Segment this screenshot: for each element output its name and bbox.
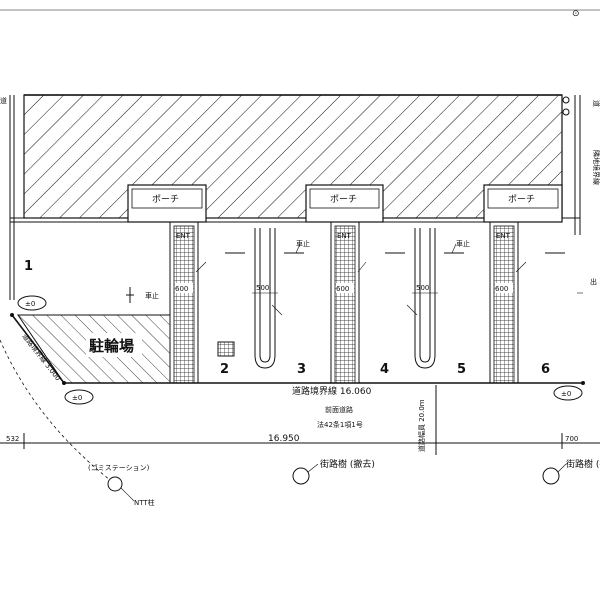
dim-700-label: 700 <box>565 435 578 443</box>
front-road-label: 前面道路 <box>325 405 353 414</box>
dim-16950-label: 16.950 <box>268 434 300 444</box>
space-number-1: 1 <box>24 259 33 274</box>
road-width-indicator: 道路幅員 20.0m <box>417 385 437 455</box>
edge-label-right-top: 道 <box>592 100 600 107</box>
space-number-6: 6 <box>541 362 550 377</box>
dimension-line: 532 16.950 700 <box>0 433 600 449</box>
porch-1: ポーチ <box>127 184 207 223</box>
building-footprint <box>23 94 563 219</box>
dim-500-label: 500 <box>256 284 269 292</box>
street-tree-label: 街路樹 (撤去) <box>320 458 375 470</box>
dim-600-label: 600 <box>175 285 188 293</box>
bike-rack-left: 500 <box>252 228 283 369</box>
ent-label: ENT <box>176 232 191 240</box>
edge-label-right-mid: 出 <box>590 277 597 286</box>
porch-3: ポーチ <box>483 184 563 223</box>
space-number-4: 4 <box>380 362 389 377</box>
car-stop-label: 車止 <box>296 239 310 248</box>
ntt-pole-label: NTT柱 <box>134 498 155 507</box>
walkway-1: ENT 600 <box>169 222 199 384</box>
edge-label-top-left: 道 <box>0 96 7 105</box>
porch-2: ポーチ <box>305 184 384 223</box>
dim-600-label: 600 <box>336 285 349 293</box>
road-boundary-diagonal <box>11 314 65 384</box>
garbage-station-label: (ゴミステーション) <box>88 463 150 472</box>
bike-rack-right: 500 <box>406 228 438 369</box>
dim-532-label: 532 <box>6 435 19 443</box>
dim-500-label: 500 <box>416 284 429 292</box>
ent-label: ENT <box>496 232 511 240</box>
road-boundary-label: 道路境界線 16.060 <box>292 385 372 397</box>
bike-stop-label: 車止 <box>145 291 159 300</box>
porch-label: ポーチ <box>152 194 179 205</box>
neighbor-boundary-label: 隣地境界線 <box>592 150 600 185</box>
road-width-label: 道路幅員 20.0m <box>417 399 426 452</box>
ntt-pole: NTT柱 <box>107 476 155 507</box>
curb-curve <box>0 339 111 481</box>
street-tree-right: 街路樹 (撤 <box>542 458 600 485</box>
dim-600-label: 600 <box>495 285 508 293</box>
level-mark-label: ±0 <box>561 390 571 398</box>
walkway-2: ENT 600 <box>330 222 360 384</box>
street-tree-left: 街路樹 (撤去) <box>292 458 375 485</box>
porch-label: ポーチ <box>330 194 357 205</box>
bike-stop-marker: 車止 <box>126 287 159 303</box>
drain-cover <box>217 341 235 357</box>
road-law-label: 法42条1項1号 <box>317 420 363 429</box>
level-mark-label: ±0 <box>72 394 82 402</box>
car-stop-right: 車止 <box>444 239 470 254</box>
street-tree-label-right: 街路樹 (撤 <box>566 458 600 470</box>
ent-label: ENT <box>337 232 352 240</box>
walkway-3: ENT 600 <box>489 222 519 384</box>
space-number-5: 5 <box>457 362 466 377</box>
car-stop-label: 車止 <box>456 239 470 248</box>
car-stop-left: 車止 <box>284 239 310 254</box>
bicycle-parking-label: 駐輪場 <box>89 337 134 355</box>
level-mark-left: ±0 <box>17 295 47 311</box>
porch-label: ポーチ <box>508 194 535 205</box>
space-number-3: 3 <box>297 362 306 377</box>
level-mark-right: ±0 <box>553 385 583 401</box>
space-number-2: 2 <box>220 362 229 377</box>
level-mark-label: ±0 <box>25 300 35 308</box>
level-mark-mid: ±0 <box>64 389 94 405</box>
edge-corner-mark: ⊙ <box>572 9 580 19</box>
